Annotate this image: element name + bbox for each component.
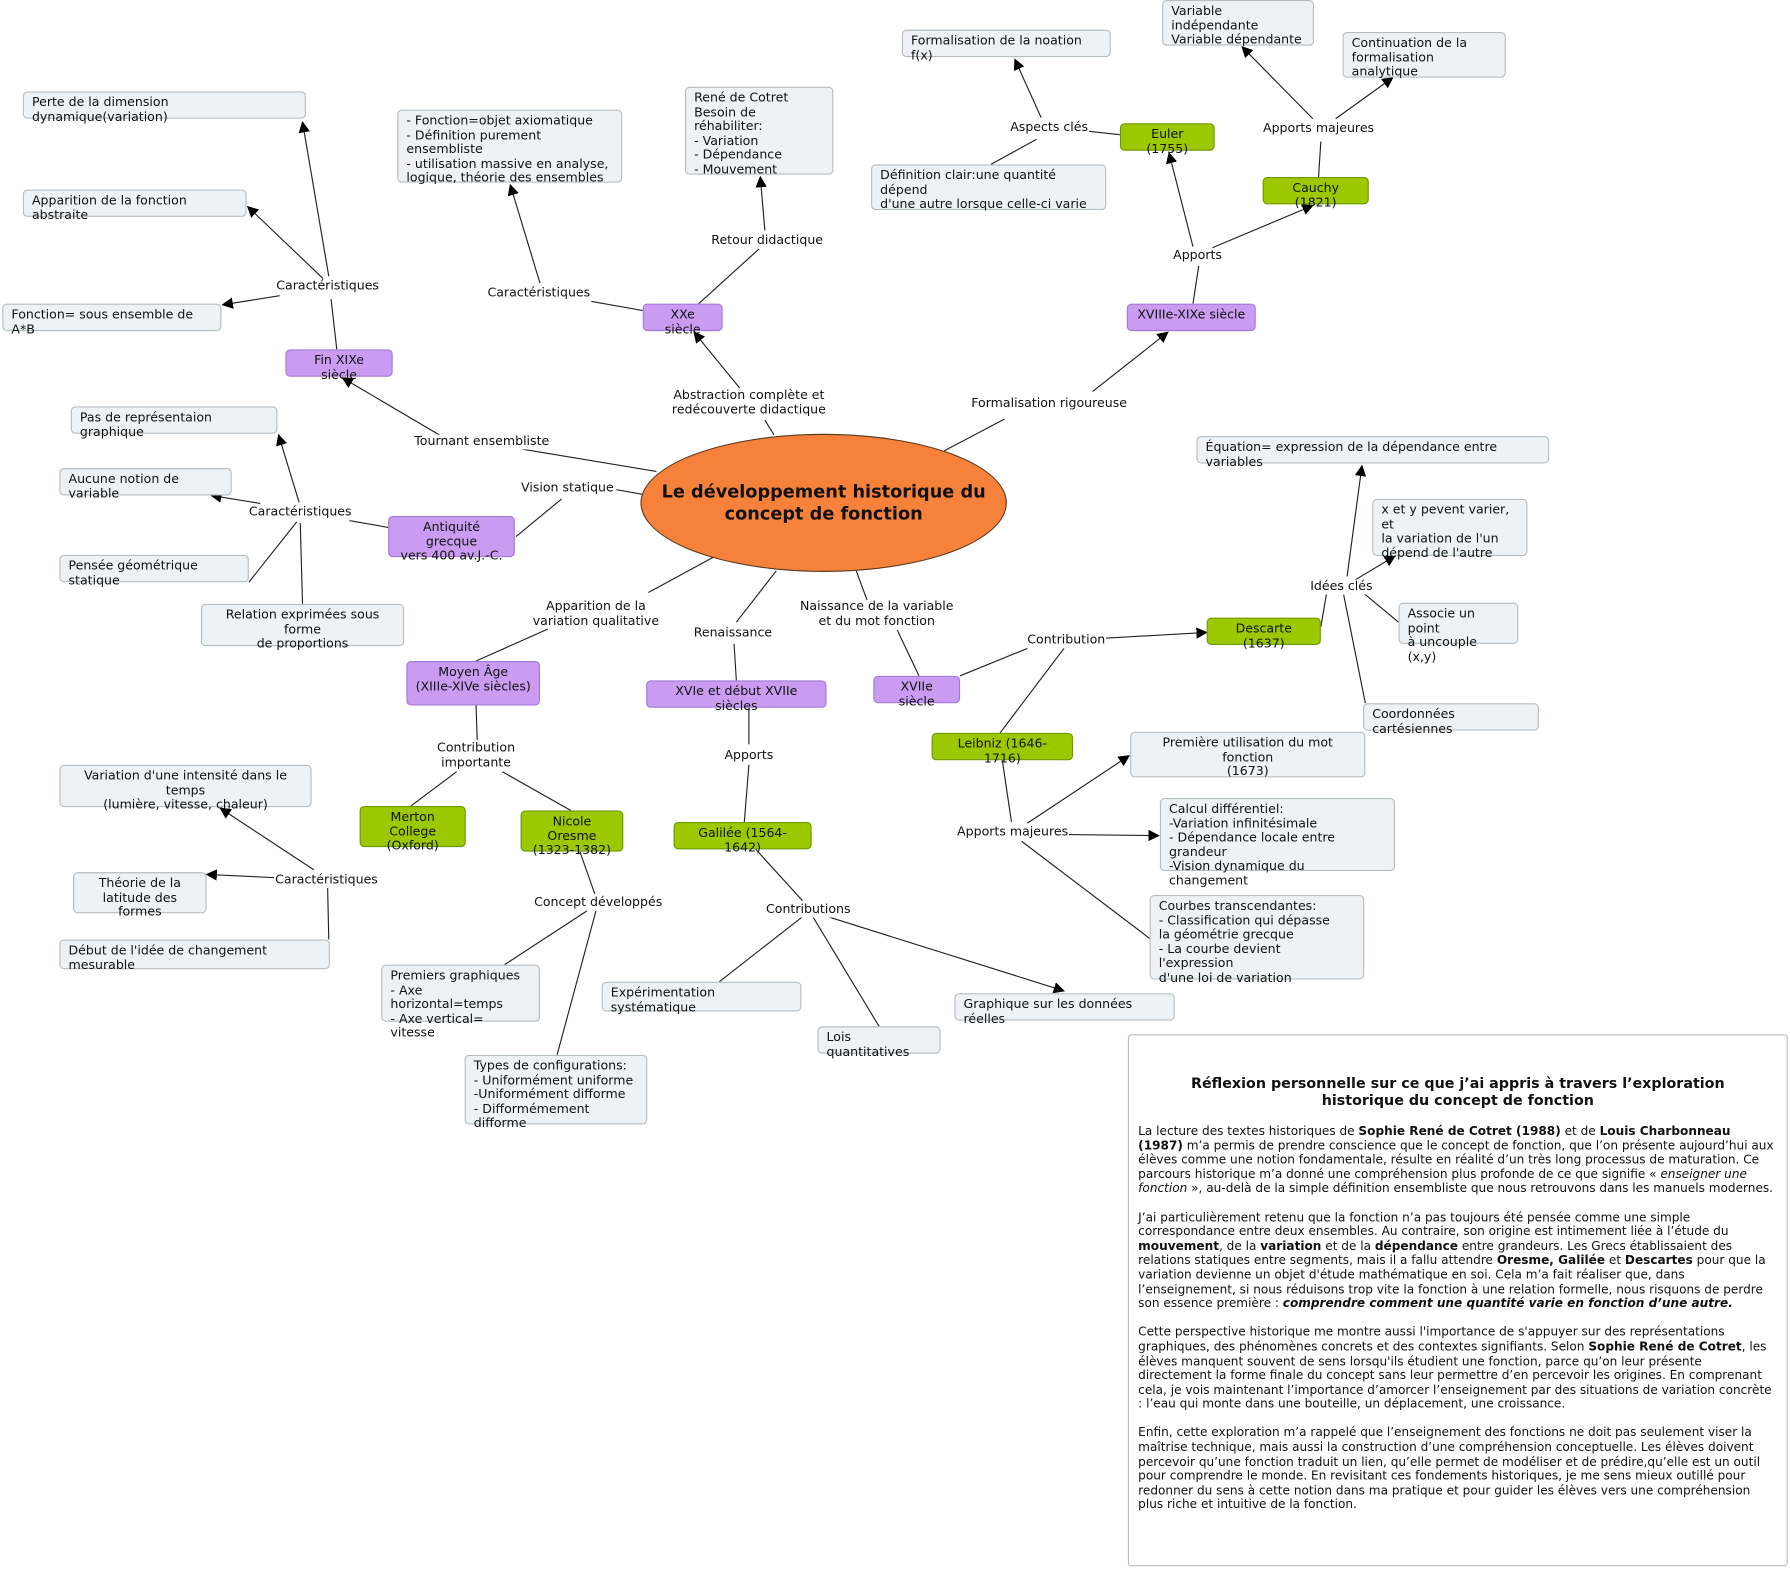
box-premiers-graphiques[interactable]: Premiers graphiques - Axe horizontal=tem…	[381, 964, 540, 1040]
box-variables[interactable]: Variable indépendante Variable dépendant…	[1162, 0, 1314, 47]
box-configurations[interactable]: Types de configurations: - Uniformément …	[464, 1054, 648, 1130]
box-fonction-abstraite[interactable]: Apparition de la fonction abstraite	[22, 189, 247, 222]
text-run: La lecture des textes historiques de	[1138, 1124, 1359, 1139]
text-run: variation	[1260, 1239, 1322, 1254]
box-xy-varier[interactable]: x et y pevent varier, et la variation de…	[1372, 498, 1528, 560]
reflection-paragraph: La lecture des textes historiques de Sop…	[1138, 1124, 1777, 1196]
box-definition-clair[interactable]: Définition clair:une quantité dépend d'u…	[871, 164, 1107, 211]
text-run: Louis Charbonneau (1987)	[1138, 1124, 1731, 1153]
box-proportions[interactable]: Relation exprimées sous forme de proport…	[200, 603, 405, 651]
link-label-naissance: Naissance de la variable et du mot fonct…	[798, 598, 955, 629]
box-equation[interactable]: Équation= expression de la dépendance en…	[1196, 436, 1550, 469]
person-leibniz[interactable]: Leibniz (1646-1716)	[931, 732, 1074, 765]
box-mesurable[interactable]: Début de l'idée de changement mesurable	[59, 939, 330, 972]
link-label-caracteristiques: Caractéristiques	[486, 285, 592, 301]
link-label-tournant: Tournant ensembliste	[413, 433, 551, 449]
link-label-apports-majeures: Apports majeures	[955, 823, 1070, 840]
text-run: enseigner une fonction	[1138, 1167, 1747, 1196]
link-label-caracteristiques: Caractéristiques	[274, 871, 379, 888]
text-run: et de la	[1321, 1239, 1375, 1254]
link-label-contributions: Contributions	[764, 901, 852, 918]
link-label-concept-developpes: Concept développés	[532, 894, 664, 911]
text-run: et de	[1560, 1124, 1600, 1139]
person-euler[interactable]: Euler (1755)	[1119, 123, 1215, 156]
period-antiquite-grecque[interactable]: Antiquité grecque vers 400 av.J.-C.	[388, 516, 515, 563]
link-label-aspects-cles: Aspects clés	[1009, 119, 1090, 136]
person-galilee[interactable]: Galilée (1564-1642)	[673, 821, 812, 854]
text-run: Oresme, Galilée	[1496, 1253, 1606, 1268]
box-perte-dimension[interactable]: Perte de la dimension dynamique(variatio…	[22, 91, 306, 124]
link-label-apports: Apports	[1171, 247, 1224, 263]
period-fin-19e-siecle[interactable]: Fin XIXe siècle	[285, 349, 393, 382]
link-label-retour-didactique: Retour didactique	[710, 232, 825, 249]
box-axiomatique[interactable]: - Fonction=objet axiomatique - Définitio…	[397, 109, 623, 185]
period-20e-siecle[interactable]: XXe siècle	[642, 303, 723, 336]
period-moyen-age[interactable]: Moyen Âge (XIIIe-XIVe siècles)	[406, 660, 540, 706]
link-label-abstraction: Abstraction complète et redécouverte did…	[670, 387, 827, 418]
box-formalisation-fx[interactable]: Formalisation de la noation f(x)	[901, 29, 1111, 62]
box-graphique-donnees[interactable]: Graphique sur les données réelles	[954, 993, 1175, 1026]
reflection-paragraph: Enfin, cette exploration m’a rappelé que…	[1138, 1426, 1777, 1512]
box-cotret[interactable]: René de Cotret Besoin de réhabiliter: - …	[684, 86, 834, 177]
link-label-caracteristiques: Caractéristiques	[247, 504, 353, 520]
box-courbes-transcendantes[interactable]: Courbes transcendantes: - Classification…	[1149, 895, 1365, 985]
box-latitude[interactable]: Théorie de la latitude des formes	[73, 872, 207, 919]
text-run: Sophie René de Cotret (1988)	[1358, 1124, 1561, 1139]
box-coordonnees[interactable]: Coordonnées cartésiennes	[1363, 703, 1539, 736]
reflection-body: La lecture des textes historiques de Sop…	[1138, 1124, 1777, 1512]
link-label-contribution-importante: Contribution importante	[435, 740, 517, 771]
text-run: Sophie René de Cotret	[1588, 1340, 1742, 1354]
link-label-contribution: Contribution	[1026, 632, 1107, 648]
link-label-apports-majeures: Apports majeures	[1261, 120, 1376, 137]
text-run: pour que la variation devienne un objet …	[1138, 1253, 1766, 1311]
person-nicole-oresme[interactable]: Nicole Oresme (1323-1382)	[520, 810, 624, 857]
text-run: Cette perspective historique me montre a…	[1138, 1325, 1725, 1354]
text-run: , les élèves manquent souvent de sens lo…	[1138, 1340, 1772, 1412]
person-merton-college[interactable]: Merton College (Oxford)	[359, 805, 466, 853]
link-label-formalisation: Formalisation rigoureuse	[970, 395, 1129, 412]
box-continuation[interactable]: Continuation de la formalisation analyti…	[1342, 31, 1506, 79]
box-aucune-variable[interactable]: Aucune notion de variable	[59, 468, 232, 500]
link-label-apparition: Apparition de la variation qualitative	[531, 598, 661, 629]
box-associe-point[interactable]: Associe un point à uncouple (x,y)	[1398, 602, 1519, 664]
box-pensee-statique[interactable]: Pensée géométrique statique	[59, 554, 249, 587]
box-lois-quantitatives[interactable]: Lois quantitatives	[817, 1026, 941, 1059]
box-premiere-utilisation[interactable]: Première utilisation du mot fonction (16…	[1130, 731, 1366, 779]
box-experimentation[interactable]: Expérimentation systématique	[601, 981, 802, 1014]
period-17e-siecle[interactable]: XVIIe siècle	[873, 675, 961, 708]
reflection-paragraph: J’ai particulièrement retenu que la fonc…	[1138, 1211, 1777, 1312]
link-label-apports: Apports	[723, 747, 775, 763]
box-pas-graphique[interactable]: Pas de représentaion graphique	[70, 406, 278, 439]
reflection-paragraph: Cette perspective historique me montre a…	[1138, 1326, 1777, 1412]
text-run: dépendance	[1374, 1239, 1459, 1254]
text-run: Descartes	[1624, 1253, 1693, 1268]
reflection-box[interactable]: Réflexion personnelle sur ce que j’ai ap…	[1127, 1034, 1788, 1567]
link-label-caracteristiques: Caractéristiques	[275, 278, 381, 294]
text-run: Enfin, cette exploration m’a rappelé que…	[1138, 1426, 1761, 1512]
link-label-renaissance: Renaissance	[692, 625, 774, 641]
text-run: J’ai particulièrement retenu que la fonc…	[1138, 1210, 1729, 1239]
text-run: mouvement	[1138, 1239, 1219, 1254]
text-run: m’a permis de prendre conscience que le …	[1138, 1138, 1774, 1182]
text-run: », au-delà de la simple définition ensem…	[1187, 1181, 1774, 1196]
link-label-vision-statique: Vision statique	[519, 480, 615, 496]
text-run: , de la	[1218, 1239, 1261, 1254]
central-topic[interactable]: Le développement historique du concept d…	[640, 433, 1007, 572]
text-run: et	[1605, 1253, 1625, 1268]
text-run: comprendre comment une quantité varie en…	[1282, 1297, 1733, 1311]
person-descarte[interactable]: Descarte (1637)	[1206, 617, 1321, 650]
reflection-title: Réflexion personnelle sur ce que j’ai ap…	[1190, 1074, 1725, 1109]
period-16e-17e-siecles[interactable]: XVIe et début XVIIe siècles	[646, 680, 827, 713]
box-intensite[interactable]: Variation d'une intensité dans le temps …	[59, 764, 312, 812]
link-label-idees-cles: Idées clés	[1309, 578, 1374, 594]
text-run: entre grandeurs. Les Grecs établissaient…	[1138, 1239, 1733, 1268]
box-calcul-differentiel[interactable]: Calcul différentiel: -Variation infinité…	[1159, 797, 1396, 888]
box-sous-ensemble[interactable]: Fonction= sous ensemble de A*B	[2, 303, 222, 336]
person-cauchy[interactable]: Cauchy (1821)	[1262, 176, 1369, 209]
period-18e-19e-siecle[interactable]: XVIIIe-XIXe siècle	[1126, 303, 1256, 332]
